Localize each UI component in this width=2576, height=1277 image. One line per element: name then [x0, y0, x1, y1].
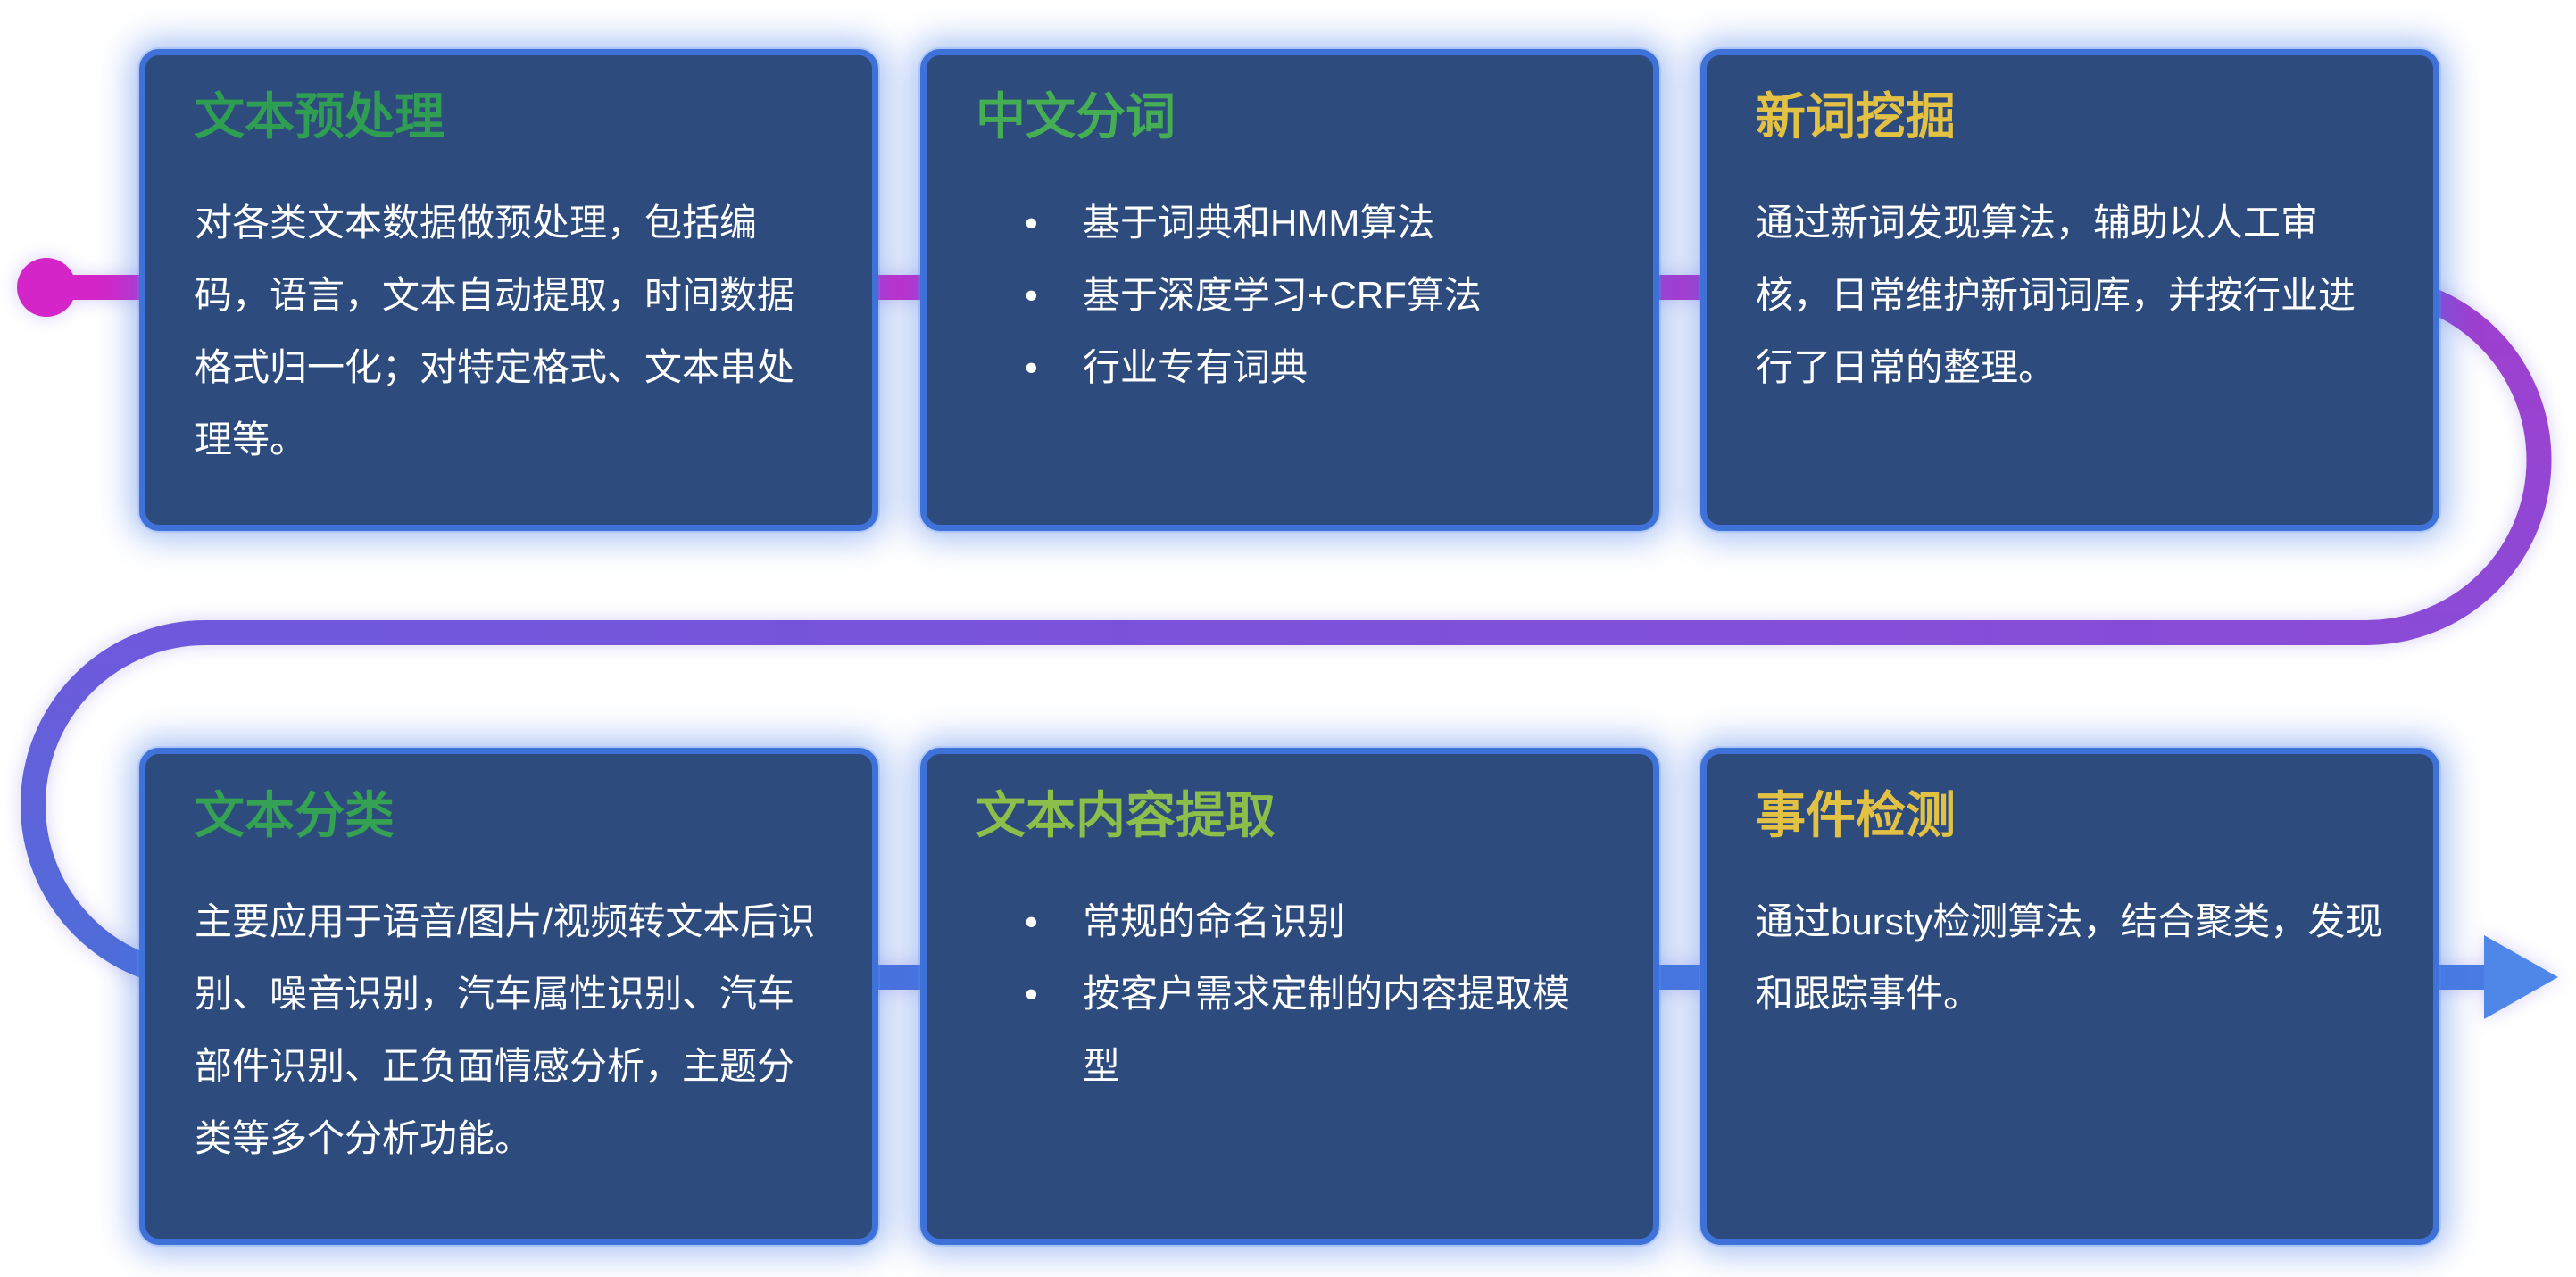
- list-item: 基于词典和HMM算法: [1025, 187, 1604, 259]
- bullet-list: 基于词典和HMM算法 基于深度学习+CRF算法 行业专有词典: [976, 187, 1604, 403]
- card-text-preprocessing: 文本预处理 对各类文本数据做预处理，包括编码，语言，文本自动提取，时间数据格式归…: [139, 49, 878, 531]
- card-title: 事件检测: [1756, 787, 1956, 843]
- card-event-detection: 事件检测 通过bursty检测算法，结合聚类，发现和跟踪事件。: [1700, 748, 2439, 1245]
- card-title: 文本分类: [195, 787, 395, 843]
- card-body-text: 主要应用于语音/图片/视频转文本后识别、噪音识别，汽车属性识别、汽车部件识别、正…: [195, 900, 816, 1160]
- flow-arrow-icon: [2484, 935, 2558, 1019]
- list-item-text: 行业专有词典: [1083, 346, 1309, 389]
- card-body-text: 对各类文本数据做预处理，包括编码，语言，文本自动提取，时间数据格式归一化；对特定…: [195, 202, 795, 461]
- list-item-text: 按客户需求定制的内容提取模型: [1083, 973, 1571, 1088]
- card-text-content-extraction: 文本内容提取 常规的命名识别 按客户需求定制的内容提取模型: [920, 748, 1659, 1245]
- card-title: 新词挖掘: [1756, 88, 1956, 145]
- list-item-text: 常规的命名识别: [1083, 900, 1346, 943]
- list-item: 基于深度学习+CRF算法: [1025, 259, 1604, 331]
- flow-curve-left: [21, 620, 206, 990]
- card-text-classification: 文本分类 主要应用于语音/图片/视频转文本后识别、噪音识别，汽车属性识别、汽车部…: [139, 748, 878, 1245]
- card-new-word-mining: 新词挖掘 通过新词发现算法，辅助以人工审核，日常维护新词词库，并按行业进行了日常…: [1700, 49, 2439, 531]
- list-item: 行业专有词典: [1025, 331, 1604, 403]
- card-title: 中文分词: [976, 88, 1176, 145]
- list-item-text: 基于词典和HMM算法: [1083, 202, 1435, 245]
- card-chinese-word-segmentation: 中文分词 基于词典和HMM算法 基于深度学习+CRF算法 行业专有词典: [920, 49, 1659, 531]
- list-item: 按客户需求定制的内容提取模型: [1025, 958, 1604, 1102]
- list-item-text: 基于深度学习+CRF算法: [1083, 274, 1482, 317]
- card-body-text: 通过新词发现算法，辅助以人工审核，日常维护新词词库，并按行业进行了日常的整理。: [1756, 202, 2356, 389]
- card-body-text: 通过bursty检测算法，结合聚类，发现和跟踪事件。: [1756, 900, 2383, 1016]
- flow-curve-right: [2365, 275, 2552, 645]
- card-title: 文本内容提取: [976, 787, 1276, 843]
- bullet-list: 常规的命名识别 按客户需求定制的内容提取模型: [976, 885, 1604, 1102]
- card-title: 文本预处理: [195, 88, 445, 145]
- list-item: 常规的命名识别: [1025, 885, 1604, 958]
